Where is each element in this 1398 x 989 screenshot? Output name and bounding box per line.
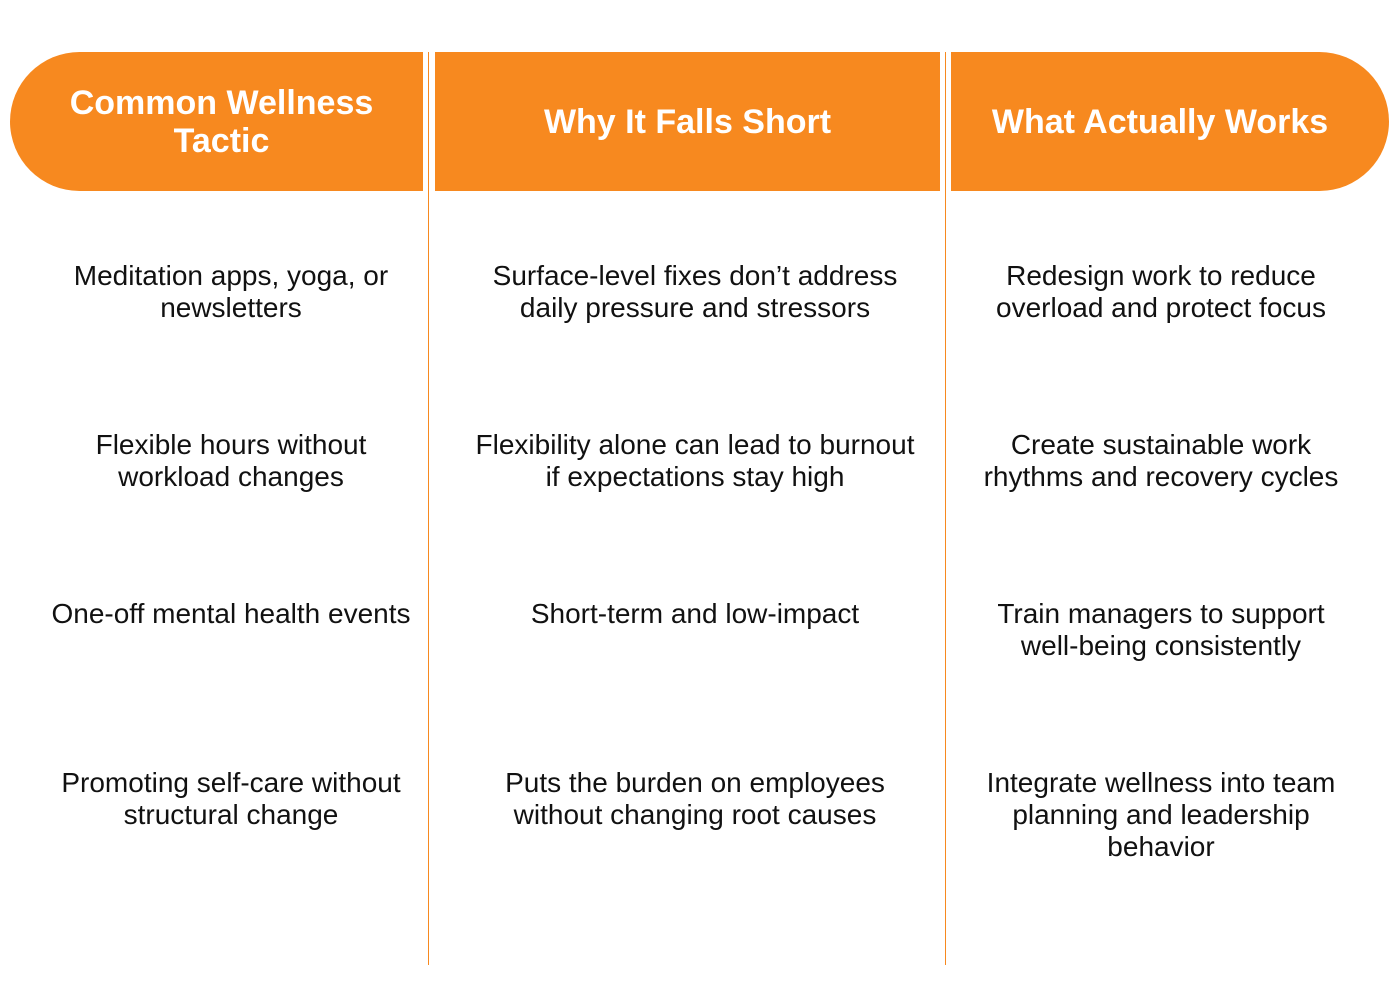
column-divider xyxy=(428,52,429,965)
why-cell: Puts the burden on employees without cha… xyxy=(505,767,885,830)
header-label: Why It Falls Short xyxy=(543,102,832,141)
column-divider xyxy=(945,52,946,965)
tactic-cell: Meditation apps, yoga, or newsletters xyxy=(73,260,389,323)
why-cell: Surface-level fixes don’t address daily … xyxy=(492,260,898,323)
header-common-wellness-tactic: Common Wellness Tactic xyxy=(10,52,423,191)
works-cell: Integrate wellness into team planning an… xyxy=(986,767,1336,862)
works-cell: Redesign work to reduce overload and pro… xyxy=(996,260,1326,323)
works-cell: Create sustainable work rhythms and reco… xyxy=(983,429,1339,492)
why-cell: Flexibility alone can lead to burnout if… xyxy=(475,429,915,492)
header-label: Common Wellness Tactic xyxy=(69,83,374,160)
tactic-cell: One-off mental health events xyxy=(51,598,411,629)
tactic-cell: Promoting self-care without structural c… xyxy=(61,767,401,830)
works-cell: Train managers to support well-being con… xyxy=(997,598,1325,661)
tactic-cell: Flexible hours without workload changes xyxy=(95,429,367,492)
why-cell: Short-term and low-impact xyxy=(530,598,860,629)
header-why-it-falls-short: Why It Falls Short xyxy=(435,52,940,191)
header-label: What Actually Works xyxy=(991,102,1329,141)
header-what-actually-works: What Actually Works xyxy=(951,52,1389,191)
